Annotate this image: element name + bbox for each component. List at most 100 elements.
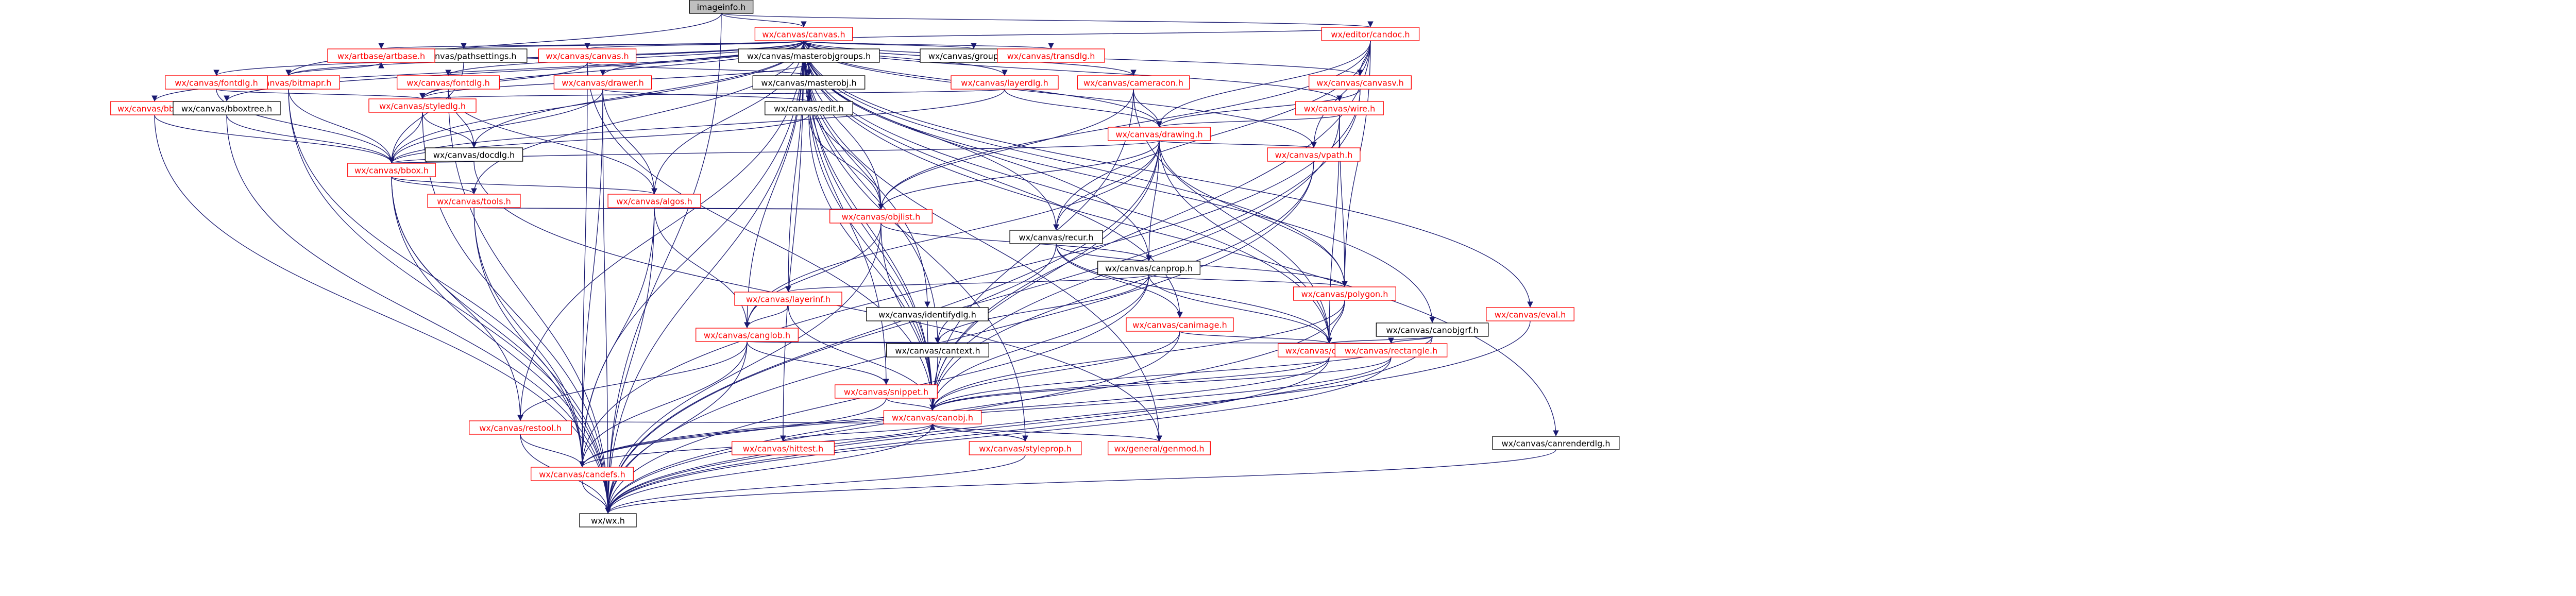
edge-canvas-to-styleprop <box>803 40 1028 442</box>
edge-canvas-to-artbase <box>379 40 804 49</box>
node-label: wx/canvas/bbox.h <box>354 166 429 176</box>
node-masterobj[interactable]: wx/canvas/masterobj.h <box>752 75 866 90</box>
edge-editorcanvas-to-drawing <box>1156 40 1371 128</box>
edge-cancont-to-canobj <box>929 356 938 411</box>
edge-canvas-to-canglob <box>744 40 804 329</box>
node-cameracon[interactable]: wx/canvas/cameracon.h <box>1077 75 1190 90</box>
edge-canvasmain-to-canobj <box>587 62 936 411</box>
edge-bboxh-to-wx <box>391 176 611 514</box>
node-label: wx/canvas/layerinf.h <box>746 295 831 304</box>
edge-bboxtree-to-wx <box>226 114 611 514</box>
node-fontdlg[interactable]: wx/canvas/fontdlg.h <box>165 75 268 90</box>
edge-canvasmain-to-masterobj <box>587 62 812 76</box>
node-transdlg[interactable]: wx/canvas/transdlg.h <box>997 48 1105 63</box>
node-canimage[interactable]: wx/canvas/canimage.h <box>1126 317 1234 332</box>
node-objlist[interactable]: wx/canvas/objlist.h <box>829 209 933 224</box>
node-canobj[interactable]: wx/canvas/canobj.h <box>883 410 982 424</box>
node-geomod[interactable]: wx/general/genmod.h <box>1108 441 1211 455</box>
edge-canglob-to-cancont <box>747 337 940 344</box>
node-polygon[interactable]: wx/canvas/polygon.h <box>1293 286 1396 301</box>
node-eval[interactable]: wx/canvas/eval.h <box>1486 307 1574 321</box>
node-restool[interactable]: wx/canvas/restool.h <box>469 420 572 435</box>
node-label: wx/canvas/vpath.h <box>1275 150 1353 160</box>
node-canobjgr[interactable]: wx/canvas/canobjgrf.h <box>1376 322 1489 337</box>
node-label: wx/canvas/algos.h <box>616 197 692 207</box>
node-layerinfo[interactable]: wx/canvas/layerinf.h <box>734 292 842 306</box>
edge-canimage-to-canprim <box>1179 331 1332 344</box>
edge-drawing-to-canobj <box>929 140 1160 411</box>
node-layerdlg[interactable]: wx/canvas/layerdlg.h <box>951 75 1059 90</box>
node-label: wx/general/genmod.h <box>1114 444 1204 454</box>
edge-recur-to-canimage <box>1056 243 1183 318</box>
node-box <box>173 101 281 115</box>
node-recur[interactable]: wx/canvas/recur.h <box>1009 230 1103 244</box>
node-artbase[interactable]: wx/artbase/artbase.h <box>327 48 435 63</box>
node-box <box>1309 75 1412 90</box>
node-tools[interactable]: wx/canvas/tools.h <box>427 194 521 208</box>
node-bboxh[interactable]: wx/canvas/bbox.h <box>347 163 436 177</box>
node-objectgroup[interactable]: wx/canvas/masterobjgroups.h <box>738 48 880 63</box>
node-wx[interactable]: wx/wx.h <box>579 513 637 527</box>
node-canprop[interactable]: wx/canvas/canprop.h <box>1097 261 1200 275</box>
node-algos[interactable]: wx/canvas/algos.h <box>607 194 701 208</box>
edge-canglob-to-wx <box>605 341 748 514</box>
node-wire[interactable]: wx/canvas/wire.h <box>1295 101 1384 115</box>
edge-drawer-to-candefs <box>579 89 603 468</box>
node-hittest[interactable]: wx/canvas/hittest.h <box>732 441 835 455</box>
node-label: wx/editor/candoc.h <box>1331 30 1410 40</box>
node-box <box>531 467 634 481</box>
node-canvas[interactable]: wx/canvas/canvas.h <box>754 27 853 41</box>
edge-canvas-to-layerdlg <box>803 40 1008 76</box>
edge-canprop-to-layerinfo <box>785 274 1149 293</box>
node-box <box>734 292 842 306</box>
node-drawer[interactable]: wx/canvas/drawer.h <box>553 75 652 90</box>
node-box <box>1334 343 1448 357</box>
node-label: wx/canvas/canobjgrf.h <box>1386 326 1478 335</box>
node-identifydlg[interactable]: wx/canvas/identifydlg.h <box>866 307 989 321</box>
node-imageinfo: imageinfo.h <box>689 0 754 14</box>
node-label: wx/canvas/docdlg.h <box>433 150 515 160</box>
node-box <box>427 194 521 208</box>
edge-bboxh-to-tools <box>391 176 477 195</box>
node-label: wx/canvas/identifydlg.h <box>878 310 976 320</box>
node-box <box>397 75 500 90</box>
node-box <box>732 441 835 455</box>
node-styledlg[interactable]: wx/canvas/styledlg.h <box>368 98 477 113</box>
node-box <box>829 209 933 224</box>
node-box <box>607 194 701 208</box>
node-canrendr[interactable]: wx/canvas/canrenderdlg.h <box>1492 436 1620 450</box>
edge-canvas-to-restool <box>517 40 804 421</box>
node-fontdlg2[interactable]: wx/canvas/fontdlg.h <box>397 75 500 90</box>
edge-canobj-to-hittest <box>780 423 933 442</box>
node-styleprop[interactable]: wx/canvas/styleprop.h <box>969 441 1082 455</box>
node-edit[interactable]: wx/canvas/edit.h <box>765 101 853 115</box>
node-box <box>579 513 637 527</box>
edge-edit-to-bboxh <box>388 114 809 164</box>
node-box <box>327 48 435 63</box>
node-label: wx/canvas/drawer.h <box>562 78 644 88</box>
node-vpath[interactable]: wx/canvas/vpath.h <box>1267 147 1361 162</box>
edge-layerdlg-to-drawing <box>1004 89 1162 128</box>
edge-drawing-to-recur <box>1053 140 1160 231</box>
node-rectangle[interactable]: wx/canvas/rectangle.h <box>1334 343 1448 357</box>
edge-editorcanvas-to-objlist <box>878 40 1371 210</box>
node-box <box>368 98 477 113</box>
node-canglob[interactable]: wx/canvas/canglob.h <box>696 328 799 342</box>
node-box <box>1267 147 1361 162</box>
node-drawing[interactable]: wx/canvas/drawing.h <box>1108 127 1211 141</box>
node-docdlg[interactable]: wx/canvas/docdlg.h <box>425 147 523 162</box>
node-label: wx/canvas/edit.h <box>774 104 844 114</box>
edge-canvas-to-groupdlg <box>803 40 977 49</box>
node-candefs[interactable]: wx/canvas/candefs.h <box>531 467 634 481</box>
node-bboxtree[interactable]: wx/canvas/bboxtree.h <box>173 101 281 115</box>
edge-bitmap-to-wx <box>288 89 611 514</box>
edge-canobj-to-wx <box>605 423 933 514</box>
edge-canvas-to-identifydlg <box>803 40 930 308</box>
node-canvasv[interactable]: wx/canvas/canvasv.h <box>1309 75 1412 90</box>
node-editorcanvas[interactable]: wx/editor/candoc.h <box>1321 27 1420 41</box>
node-canvasmain[interactable]: wx/canvas/canvas.h <box>538 48 637 63</box>
node-snippet[interactable]: wx/canvas/snippet.h <box>835 384 938 399</box>
edge-canvas-to-canprim <box>803 40 1332 344</box>
node-cancont[interactable]: wx/canvas/cantext.h <box>886 343 989 357</box>
